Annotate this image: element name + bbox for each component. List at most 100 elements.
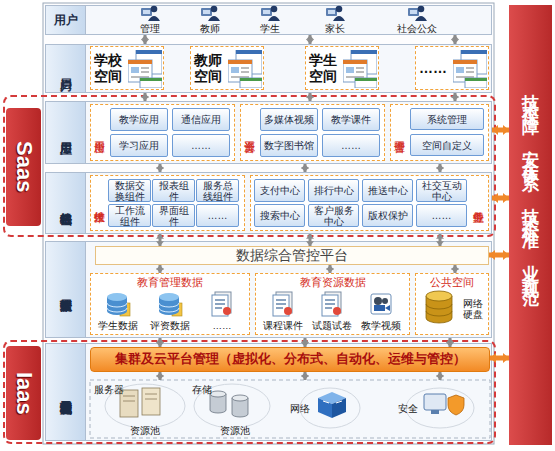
component-label: 界面组件 bbox=[153, 205, 194, 226]
icon-caption: 教师 bbox=[195, 23, 225, 34]
component-box: 工作流组件 bbox=[108, 204, 151, 227]
portal-box: 学生空间 bbox=[305, 46, 379, 90]
component-box: 数据交换组件 bbox=[108, 179, 151, 202]
component-label: 多媒体视频 bbox=[261, 109, 317, 130]
region-tag: Iaas bbox=[6, 346, 41, 440]
component-box: 支付中心 bbox=[254, 179, 305, 202]
component-label: 数字图书馆 bbox=[261, 135, 317, 156]
data-heading: 教育资源数据 bbox=[256, 276, 409, 289]
portal-box: 学校空间 bbox=[90, 46, 164, 90]
component-label: 数据交换组件 bbox=[109, 180, 150, 201]
component-label: 版权保护 bbox=[363, 205, 412, 226]
group-heading: 平台资源 bbox=[242, 105, 258, 160]
data-box: 教育管理数据 bbox=[90, 273, 250, 335]
main-frame bbox=[43, 3, 494, 444]
side-bar: 技术保障、安全体系、技术标准、业务规范 bbox=[509, 5, 552, 445]
icon-caption: 试题试卷 bbox=[310, 320, 354, 331]
component-box: 多媒体视频 bbox=[260, 108, 318, 131]
side-title: 技术保障、安全体系、技术标准、业务规范 bbox=[521, 80, 541, 370]
icon-caption: 学生 bbox=[255, 23, 285, 34]
component-box: 系统管理 bbox=[410, 108, 484, 130]
layer-label: 基础组件 bbox=[46, 173, 86, 233]
component-box: 报表组件 bbox=[152, 179, 195, 202]
group-box: 业务组件支付中心排行中心推送中心社交互动中心搜索中心客户服务中心版权保护…… bbox=[250, 175, 489, 231]
data-box: 公共空间 bbox=[415, 273, 489, 335]
layer-row: 应用层平台应用教学应用通信应用学习应用……平台资源多媒体视频教学课件数字图书馆…… bbox=[45, 101, 492, 164]
layer-label: 用户 bbox=[46, 6, 86, 34]
component-label: 服务总线组件 bbox=[197, 180, 238, 201]
portal-title: 教师空间 bbox=[194, 47, 226, 89]
component-label: 系统管理 bbox=[411, 109, 483, 129]
layer-row: 基础组件技术组件数据交换组件报表组件服务总线组件工作流组件界面组件 …… 业务组件 支… bbox=[45, 172, 492, 234]
component-label: 教学课件 bbox=[323, 109, 379, 130]
portal-title: 学校空间 bbox=[94, 47, 126, 89]
side-arrow bbox=[492, 128, 509, 133]
component-label: 搜索中心 bbox=[255, 205, 304, 226]
layer-label: 门户层 bbox=[46, 45, 86, 92]
layer-arrow bbox=[159, 164, 162, 172]
region-frame: Saas应用层平台应用教学应用通信应用学习应用……平台资源多媒体视频教学课件数字… bbox=[3, 95, 496, 237]
component-box: 客户服务中心 bbox=[308, 204, 359, 227]
component-label: 排行中心 bbox=[309, 180, 358, 201]
group-box: 平台管理系统管理空间自定义 bbox=[390, 104, 489, 161]
icon-caption: 学生数据 bbox=[96, 320, 140, 331]
component-box: 空间自定义 bbox=[410, 134, 484, 156]
icon-caption: 资源池 bbox=[125, 425, 165, 436]
icon-caption: 评资数据 bbox=[148, 320, 192, 331]
component-label: 工作流组件 bbox=[109, 205, 150, 226]
data-box: 教育资源数据 bbox=[255, 273, 410, 335]
group-box: 平台应用教学应用通信应用学习应用…… bbox=[90, 104, 235, 161]
layer-arrow bbox=[439, 164, 442, 172]
component-label: 学习应用 bbox=[111, 135, 167, 156]
component-label: …… bbox=[323, 135, 379, 156]
icon-caption: 网络硬盘 bbox=[460, 298, 486, 320]
layer-row: 门户层学校空间 教师空间 学生空间 …… bbox=[45, 44, 492, 93]
layer-arrow bbox=[329, 265, 332, 273]
icon-caption: 课程课件 bbox=[261, 320, 305, 331]
layer-row: 用户 bbox=[45, 5, 492, 35]
group-heading: 平台应用 bbox=[92, 105, 108, 160]
layer-label: 应用层 bbox=[46, 102, 86, 163]
component-box: 推送中心 bbox=[362, 179, 413, 202]
layer-arrow bbox=[304, 338, 307, 347]
layer-arrow bbox=[159, 265, 162, 273]
component-label: …… bbox=[173, 135, 229, 156]
portal-title: 学生空间 bbox=[309, 47, 341, 89]
portal-box: …… bbox=[415, 46, 489, 90]
layer-arrow bbox=[304, 164, 307, 172]
layer-arrow bbox=[309, 93, 312, 101]
side-arrow bbox=[490, 356, 509, 361]
group-heading: 平台管理 bbox=[392, 105, 408, 160]
component-box: 版权保护 bbox=[362, 204, 413, 227]
icon-caption: 存储 bbox=[190, 384, 214, 395]
layer-label: 数据管理层 bbox=[46, 242, 86, 337]
side-arrow bbox=[489, 253, 509, 258]
layer-row: 基础设施及云管理层集群及云平台管理（虚拟化、分布式、自动化、运维与管控） bbox=[45, 343, 492, 441]
component-label: …… bbox=[417, 205, 466, 226]
component-box: 教学应用 bbox=[110, 108, 168, 131]
icon-caption: 安全 bbox=[396, 403, 420, 414]
group-heading: 技术组件 bbox=[92, 176, 108, 230]
component-label: 推送中心 bbox=[363, 180, 412, 201]
region-tag: Saas bbox=[6, 108, 41, 226]
component-box: 排行中心 bbox=[308, 179, 359, 202]
layer-arrow bbox=[159, 338, 162, 347]
group-heading: 业务组件 bbox=[471, 176, 487, 230]
icon-caption: 家长 bbox=[320, 23, 350, 34]
component-label: 教学应用 bbox=[111, 109, 167, 130]
layer-arrow bbox=[454, 35, 457, 44]
component-box: 数字图书馆 bbox=[260, 134, 318, 157]
cloud-bar: 集群及云平台管理（虚拟化、分布式、自动化、运维与管控） bbox=[90, 347, 490, 372]
region-frame: Iaas基础设施及云管理层集群及云平台管理（虚拟化、分布式、自动化、运维与管控） bbox=[3, 340, 496, 444]
component-label: 空间自定义 bbox=[411, 135, 483, 155]
layer-arrow bbox=[454, 93, 457, 101]
layer-arrow bbox=[309, 234, 312, 246]
icon-caption: 网络 bbox=[288, 403, 312, 414]
layer-arrow bbox=[309, 35, 312, 44]
component-box: 教学课件 bbox=[322, 108, 380, 131]
component-label: 支付中心 bbox=[255, 180, 304, 201]
component-box: …… bbox=[416, 204, 467, 227]
